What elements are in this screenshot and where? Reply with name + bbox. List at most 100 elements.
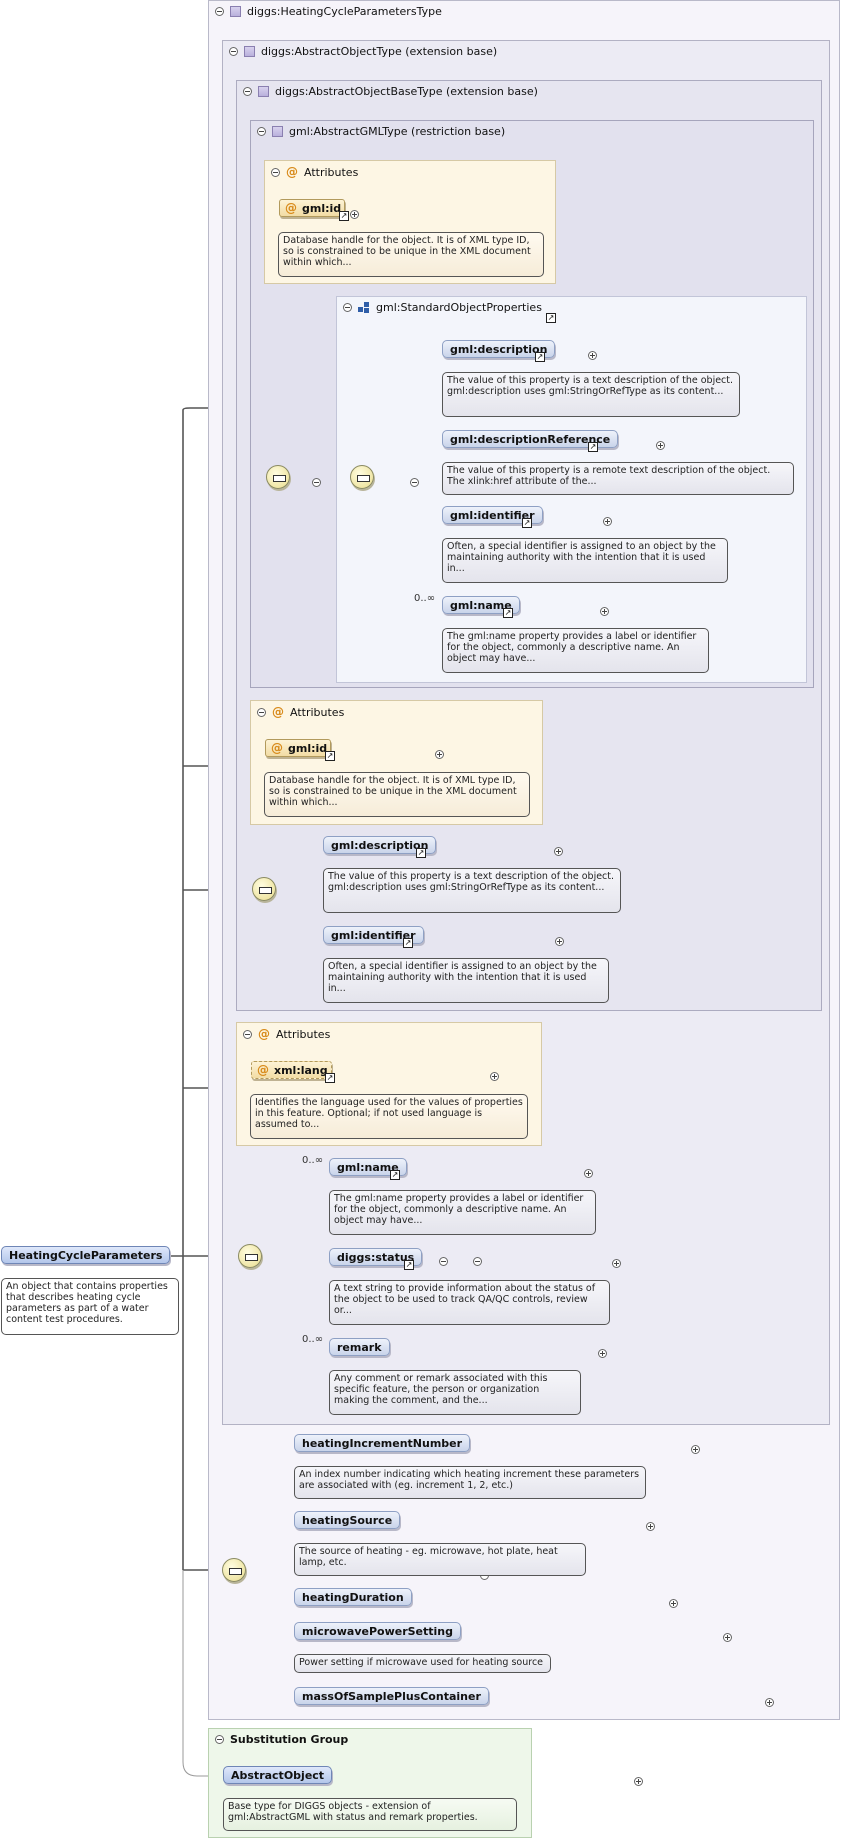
type-title: diggs:HeatingCycleParametersType xyxy=(247,5,442,18)
sequence-icon[interactable] xyxy=(222,1558,246,1582)
expand-icon[interactable] xyxy=(553,847,563,856)
link-arrow-icon[interactable]: ↗ xyxy=(546,313,556,323)
attr-name: xml:lang xyxy=(274,1063,328,1077)
type-title: diggs:AbstractObjectType (extension base… xyxy=(261,45,498,58)
elem-heating-increment-number[interactable]: heatingIncrementNumber xyxy=(294,1434,471,1452)
link-arrow-icon[interactable]: ↗ xyxy=(522,518,532,528)
collapse-icon[interactable] xyxy=(243,87,252,96)
attr-xml-lang[interactable]: @ xml:lang xyxy=(251,1061,332,1079)
collapse-icon[interactable] xyxy=(257,127,266,136)
type-title: diggs:AbstractObjectBaseType (extension … xyxy=(275,85,538,98)
collapse-icon[interactable] xyxy=(410,478,420,487)
elem-gml-description[interactable]: gml:description xyxy=(323,836,437,854)
collapse-icon[interactable] xyxy=(271,167,280,177)
attr-description: Database handle for the object. It is of… xyxy=(278,232,544,277)
elem-gml-identifier[interactable]: gml:identifier xyxy=(323,926,424,944)
link-arrow-icon[interactable]: ↗ xyxy=(339,211,349,221)
expand-icon[interactable] xyxy=(764,1698,774,1707)
sequence-icon[interactable] xyxy=(238,1244,262,1268)
collapse-icon[interactable] xyxy=(257,707,266,717)
expand-icon[interactable] xyxy=(588,351,598,360)
elem-description: An index number indicating which heating… xyxy=(294,1466,646,1499)
expand-icon[interactable] xyxy=(584,1169,594,1178)
elem-heating-source[interactable]: heatingSource xyxy=(294,1511,401,1529)
elem-abstract-object[interactable]: AbstractObject xyxy=(223,1766,333,1784)
complex-type-icon xyxy=(230,6,241,17)
substitution-header: Substitution Group xyxy=(215,1733,348,1746)
elem-diggs-status[interactable]: diggs:status xyxy=(329,1248,423,1266)
link-arrow-icon[interactable]: ↗ xyxy=(325,1073,335,1083)
cardinality-label: 0..∞ xyxy=(302,1155,324,1166)
expand-icon[interactable] xyxy=(434,750,444,759)
expand-icon[interactable] xyxy=(603,517,613,526)
collapse-icon[interactable] xyxy=(343,303,352,312)
collapse-icon[interactable] xyxy=(215,7,224,16)
complex-type-icon xyxy=(258,86,269,97)
link-arrow-icon[interactable]: ↗ xyxy=(503,608,513,618)
collapse-icon[interactable] xyxy=(243,1029,252,1039)
collapse-icon[interactable] xyxy=(215,1735,224,1744)
attributes-header: @ Attributes xyxy=(271,165,358,179)
elem-microwave-power-setting[interactable]: microwavePowerSetting xyxy=(294,1622,461,1640)
sequence-icon[interactable] xyxy=(252,877,276,901)
complex-type-icon xyxy=(272,126,283,137)
elem-mass-of-sample-plus-container[interactable]: massOfSamplePlusContainer xyxy=(294,1687,489,1705)
elem-description: Power setting if microwave used for heat… xyxy=(294,1654,551,1673)
elem-gml-description-reference[interactable]: gml:descriptionReference xyxy=(442,430,619,448)
elem-description: The source of heating - eg. microwave, h… xyxy=(294,1543,586,1576)
elem-description: The gml:name property provides a label o… xyxy=(329,1190,596,1235)
group-header: gml:StandardObjectProperties xyxy=(343,301,542,314)
expand-icon[interactable] xyxy=(690,1445,700,1454)
attribute-icon: @ xyxy=(272,705,284,719)
link-arrow-icon[interactable]: ↗ xyxy=(404,1260,414,1270)
collapse-icon[interactable] xyxy=(229,47,238,56)
link-arrow-icon[interactable]: ↗ xyxy=(416,848,426,858)
attr-gml-id[interactable]: @ gml:id xyxy=(279,199,345,217)
attr-description: Database handle for the object. It is of… xyxy=(264,772,530,817)
elem-gml-name[interactable]: gml:name xyxy=(329,1158,407,1176)
elem-description: Any comment or remark associated with th… xyxy=(329,1370,581,1415)
elem-gml-description[interactable]: gml:description xyxy=(442,340,556,358)
cardinality-label: 0..∞ xyxy=(302,1334,324,1345)
elem-description: The value of this property is a text des… xyxy=(323,868,621,913)
attr-name: gml:id xyxy=(302,201,342,215)
elem-gml-name[interactable]: gml:name xyxy=(442,596,520,614)
link-arrow-icon[interactable]: ↗ xyxy=(390,1170,400,1180)
root-element[interactable]: HeatingCycleParameters xyxy=(1,1246,171,1264)
expand-icon[interactable] xyxy=(612,1259,622,1268)
link-arrow-icon[interactable]: ↗ xyxy=(403,938,413,948)
sequence-icon[interactable] xyxy=(350,465,374,489)
complex-type-icon xyxy=(244,46,255,57)
type-header: diggs:HeatingCycleParametersType xyxy=(215,5,442,18)
expand-icon[interactable] xyxy=(668,1599,678,1608)
type-header: diggs:AbstractObjectBaseType (extension … xyxy=(243,85,538,98)
expand-icon[interactable] xyxy=(599,607,609,616)
expand-icon[interactable] xyxy=(554,937,564,946)
elem-description: The value of this property is a text des… xyxy=(442,372,740,417)
attribute-icon: @ xyxy=(286,165,298,179)
elem-remark[interactable]: remark xyxy=(329,1338,390,1356)
link-arrow-icon[interactable]: ↗ xyxy=(588,442,598,452)
collapse-icon[interactable] xyxy=(312,478,322,487)
elem-heating-duration[interactable]: heatingDuration xyxy=(294,1588,412,1606)
elem-description: A text string to provide information abo… xyxy=(329,1280,610,1325)
collapse-icon[interactable] xyxy=(439,1257,449,1266)
elem-gml-identifier[interactable]: gml:identifier xyxy=(442,506,543,524)
sequence-icon[interactable] xyxy=(266,465,290,489)
type-header: gml:AbstractGMLType (restriction base) xyxy=(257,125,505,138)
expand-icon[interactable] xyxy=(634,1777,644,1786)
substitution-label: Substitution Group xyxy=(230,1733,349,1746)
cardinality-label: 0..∞ xyxy=(414,593,436,604)
link-arrow-icon[interactable]: ↗ xyxy=(535,352,545,362)
attribute-icon: @ xyxy=(258,1027,270,1041)
expand-icon[interactable] xyxy=(598,1349,608,1358)
expand-icon[interactable] xyxy=(656,441,666,450)
expand-icon[interactable] xyxy=(645,1522,655,1531)
expand-icon[interactable] xyxy=(490,1072,500,1081)
expand-icon[interactable] xyxy=(350,210,359,219)
link-arrow-icon[interactable]: ↗ xyxy=(325,751,335,761)
expand-icon[interactable] xyxy=(722,1633,732,1642)
attr-gml-id[interactable]: @ gml:id xyxy=(265,739,331,757)
collapse-icon[interactable] xyxy=(473,1257,483,1266)
model-group-icon xyxy=(358,301,370,314)
